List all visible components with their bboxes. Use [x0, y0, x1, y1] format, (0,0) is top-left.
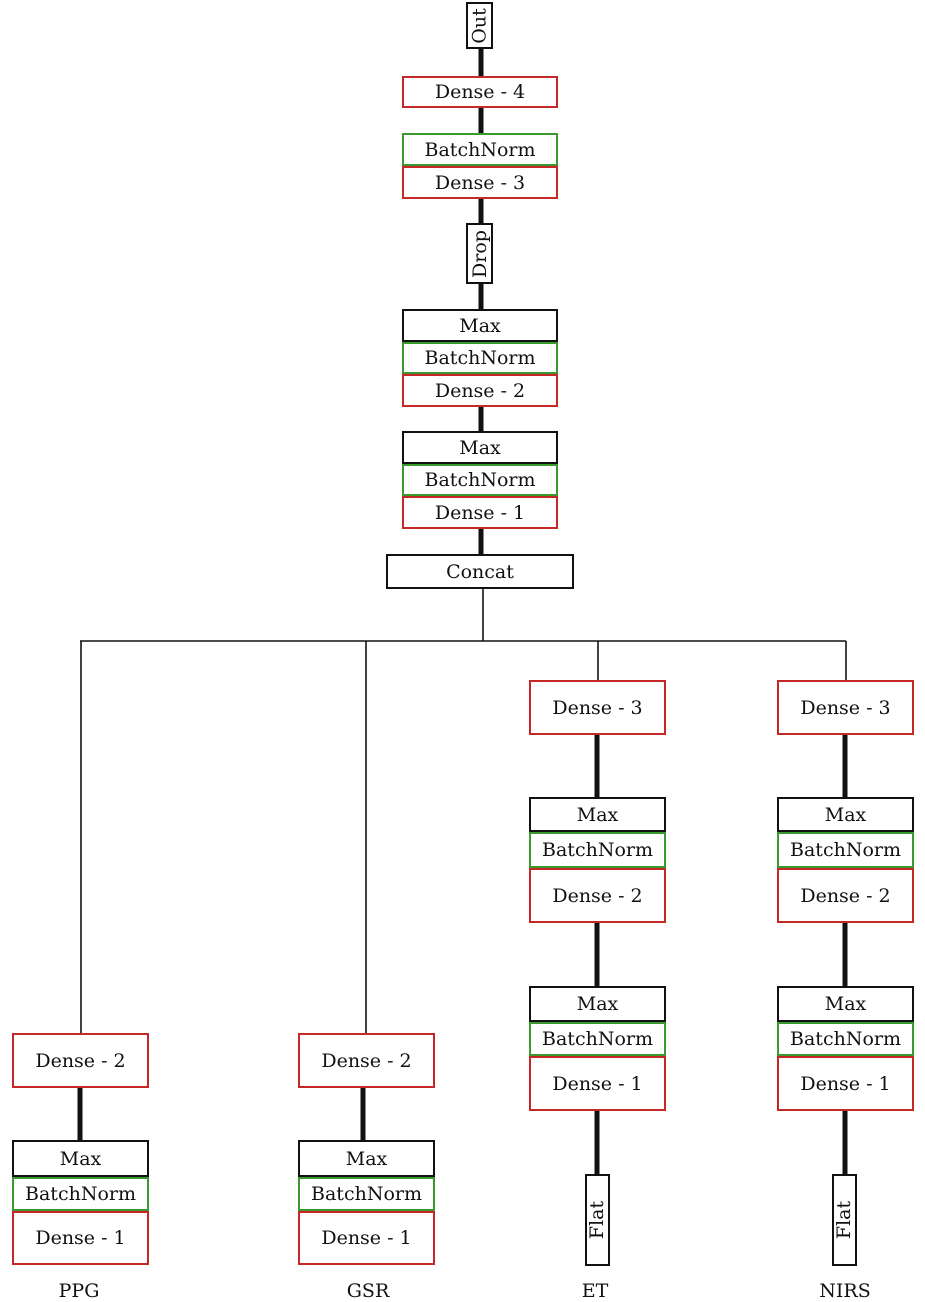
gsr-label: GSR: [346, 1280, 390, 1302]
nirs-batchnorm2-box: BatchNorm: [777, 832, 914, 868]
dense2-box: Dense - 2: [402, 374, 558, 407]
et-flat-box: Flat: [585, 1174, 610, 1266]
et-dense2-box: Dense - 2: [529, 868, 666, 923]
nirs-dense2-box: Dense - 2: [777, 868, 914, 923]
ppg-dense1-box: Dense - 1: [12, 1211, 149, 1265]
ppg-batchnorm-box: BatchNorm: [12, 1177, 149, 1211]
et-max2-box: Max: [529, 797, 666, 832]
nirs-flat-box: Flat: [832, 1174, 857, 1266]
gsr-max-box: Max: [298, 1140, 435, 1177]
gsr-batchnorm-box: BatchNorm: [298, 1177, 435, 1211]
et-dense3-box: Dense - 3: [529, 680, 666, 735]
nirs-max1-box: Max: [777, 986, 914, 1022]
batchnorm3-box: BatchNorm: [402, 133, 558, 166]
batchnorm2-box: BatchNorm: [402, 342, 558, 374]
max2-box: Max: [402, 309, 558, 342]
thick-connectors: [77, 48, 848, 1175]
max1-box: Max: [402, 431, 558, 464]
nirs-max2-box: Max: [777, 797, 914, 832]
et-label: ET: [581, 1280, 609, 1302]
et-dense1-box: Dense - 1: [529, 1056, 666, 1111]
ppg-dense2-box: Dense - 2: [12, 1033, 149, 1088]
thin-connectors: [80, 588, 847, 1034]
et-max1-box: Max: [529, 986, 666, 1022]
dense1-box: Dense - 1: [402, 496, 558, 529]
out-box: Out: [466, 2, 493, 49]
ppg-label: PPG: [58, 1280, 100, 1302]
ppg-max-box: Max: [12, 1140, 149, 1177]
gsr-dense2-box: Dense - 2: [298, 1033, 435, 1088]
nirs-label: NIRS: [819, 1280, 871, 1302]
dense3-box: Dense - 3: [402, 166, 558, 199]
nirs-batchnorm1-box: BatchNorm: [777, 1022, 914, 1056]
et-batchnorm1-box: BatchNorm: [529, 1022, 666, 1056]
dense4-box: Dense - 4: [402, 76, 558, 108]
gsr-dense1-box: Dense - 1: [298, 1211, 435, 1265]
nirs-dense3-box: Dense - 3: [777, 680, 914, 735]
drop-box: Drop: [466, 223, 493, 284]
batchnorm1-box: BatchNorm: [402, 464, 558, 496]
et-batchnorm2-box: BatchNorm: [529, 832, 666, 868]
concat-box: Concat: [386, 554, 574, 589]
nirs-dense1-box: Dense - 1: [777, 1056, 914, 1111]
